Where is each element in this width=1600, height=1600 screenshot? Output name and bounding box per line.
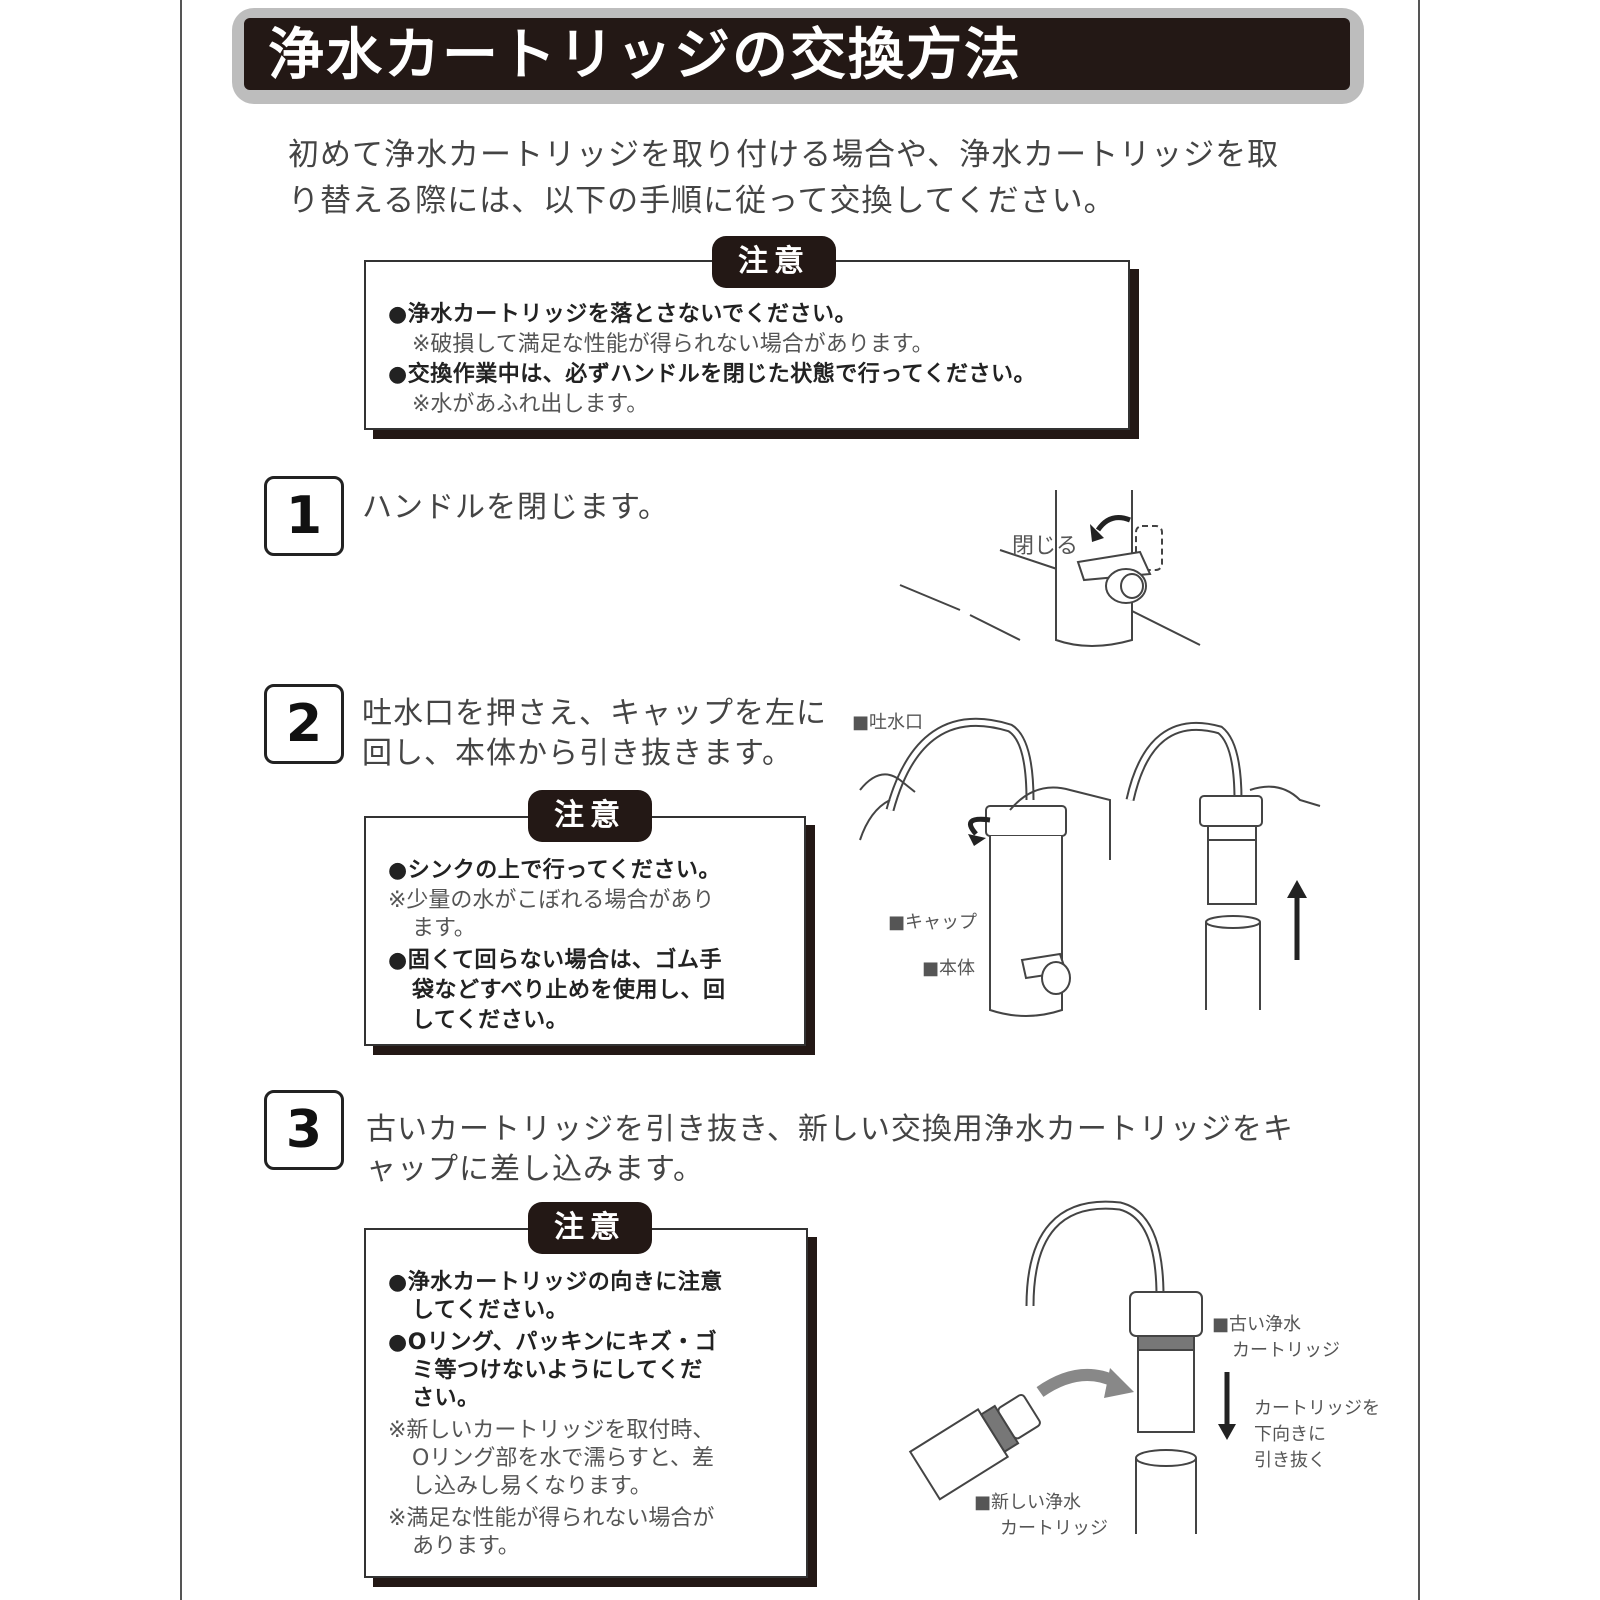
handle-knob-face — [1121, 574, 1143, 598]
new-cartridge-tip — [997, 1393, 1042, 1439]
step-3-cartridge-illustration — [880, 1196, 1236, 1536]
caution-step3-item-1: ●浄水カートリッジの向きに注意 — [388, 1270, 723, 1295]
cap-step3 — [1130, 1292, 1202, 1336]
handle-knob-left — [1042, 962, 1070, 994]
label-body: ■本体 — [922, 958, 976, 979]
step-1-handle-illustration — [900, 490, 1220, 660]
body-right — [1206, 922, 1260, 1010]
caution-step3-note-1-cont-2: し込みし易くなります。 — [412, 1474, 652, 1499]
caution-step3-note-2: ※満足な性能が得られない場合が — [388, 1506, 715, 1531]
sink-edge-line — [900, 585, 960, 610]
counter-line — [1000, 550, 1060, 570]
step-1-text: ハンドルを閉じます。 — [362, 490, 669, 525]
caution-box-step-2: ●シンクの上で行ってください。 ※少量の水がこぼれる場合があり ます。 ●固くて… — [364, 816, 806, 1046]
caution-box-step-3: ●浄水カートリッジの向きに注意 してください。 ●Oリング、パッキンにキズ・ゴ … — [364, 1228, 808, 1578]
close-label: 閉じる — [1012, 534, 1079, 559]
caution-step2-item-2-cont: 袋などすべり止めを使用し、回 — [412, 978, 726, 1003]
step-2-cap-removal-illustration — [860, 710, 1340, 1040]
page-title: 浄水カートリッジの交換方法 — [268, 23, 1022, 88]
caution-step2-note-1-cont: ます。 — [412, 916, 476, 941]
spout-pipe-right-inner — [1130, 726, 1238, 800]
caution-step3-note-2-cont: あります。 — [412, 1534, 520, 1559]
label-new-cartridge: ■新しい浄水 — [974, 1492, 1082, 1513]
intro-line-1: 初めて浄水カートリッジを取り付ける場合や、浄水カートリッジを取 — [288, 137, 1280, 173]
insert-arrowhead-icon — [1104, 1368, 1134, 1398]
caution-label-step-3: 注意 — [528, 1202, 652, 1254]
down-arrowhead-icon — [1218, 1424, 1236, 1440]
close-arrowhead-icon — [1090, 524, 1104, 542]
body-right-top — [1206, 916, 1260, 928]
caution-box-general: ●浄水カートリッジを落とさないでください。 ※破損して満足な性能が得られない場合… — [364, 260, 1130, 430]
caution-step3-item-2: ●Oリング、パッキンにキズ・ゴ — [388, 1330, 718, 1355]
caution-step3-item-1-cont: してください。 — [412, 1298, 569, 1323]
insert-arrow-icon — [1040, 1375, 1116, 1392]
caution-step3-item-2-cont: ミ等つけないようにしてくだ — [412, 1358, 703, 1383]
label-old-cartridge: ■古い浄水 — [1212, 1314, 1302, 1335]
turn-arrow-icon — [970, 819, 990, 834]
right-frame-line — [1418, 0, 1420, 1600]
caution-step3-note-1-cont: Oリング部を水で濡らすと、差 — [412, 1446, 714, 1471]
step-2-number: 2 — [264, 684, 344, 764]
left-hand — [860, 774, 915, 792]
spout-pipe-right — [1130, 726, 1238, 800]
label-pull-down: カートリッジを — [1254, 1398, 1380, 1419]
hand-right — [1250, 787, 1320, 806]
cap-left — [986, 806, 1066, 836]
left-hand — [860, 800, 890, 840]
intro-line-2: り替える際には、以下の手順に従って交換してください。 — [288, 183, 1116, 219]
step-3-text-line-1: 古いカートリッジを引き抜き、新しい交換用浄水カートリッジをキ — [366, 1112, 1294, 1147]
right-hand — [1010, 788, 1110, 861]
label-spout: ■吐水口 — [852, 712, 924, 733]
title-banner: 浄水カートリッジの交換方法 — [232, 8, 1364, 104]
label-new-cartridge-cont: カートリッジ — [1000, 1518, 1108, 1539]
step-2-text-line-1: 吐水口を押さえ、キャップを左に — [362, 696, 827, 731]
handle-knob — [1106, 569, 1146, 603]
cap-right — [1200, 796, 1262, 826]
label-pull-down-cont-2: 引き抜く — [1254, 1450, 1326, 1471]
caution-step2-item-2-cont-2: してください。 — [412, 1008, 569, 1033]
caution-step2-item-2: ●固くて回らない場合は、ゴム手 — [388, 948, 723, 973]
label-pull-down-cont: 下向きに — [1254, 1424, 1326, 1445]
caution-step3-note-1: ※新しいカートリッジを取付時、 — [388, 1418, 715, 1443]
new-cartridge — [910, 1385, 1047, 1499]
old-cartridge-ring — [1138, 1336, 1194, 1350]
body-step3 — [1136, 1458, 1196, 1534]
turn-arrowhead-icon — [968, 834, 986, 846]
caution-general-note-1: ※破損して満足な性能が得られない場合があります。 — [412, 332, 934, 357]
caution-general-item-2: ●交換作業中は、必ずハンドルを閉じた状態で行ってください。 — [388, 362, 1036, 387]
spout-pipe-inner — [890, 722, 1030, 810]
caution-general-item-1: ●浄水カートリッジを落とさないでください。 — [388, 302, 858, 327]
body-step3-top — [1136, 1450, 1196, 1466]
step-3-text-line-2: ャップに差し込みます。 — [366, 1152, 704, 1187]
step-2-text-line-2: 回し、本体から引き抜きます。 — [362, 736, 793, 771]
label-old-cartridge-cont: カートリッジ — [1232, 1340, 1340, 1361]
close-arrow-icon — [1098, 518, 1130, 530]
caution-step3-item-2-cont-2: さい。 — [412, 1386, 480, 1411]
left-frame-line — [180, 0, 182, 1600]
title-banner-inner: 浄水カートリッジの交換方法 — [244, 18, 1350, 90]
caution-step2-item-1: ●シンクの上で行ってください。 — [388, 858, 721, 883]
label-cap: ■キャップ — [888, 912, 978, 933]
sink-edge-line — [970, 615, 1020, 640]
step-3-number: 3 — [264, 1090, 344, 1170]
step-1-number: 1 — [264, 476, 344, 556]
spout-pipe-step3-inner — [1030, 1205, 1160, 1306]
up-arrowhead-icon — [1287, 880, 1307, 898]
old-cartridge-right — [1208, 826, 1256, 904]
caution-label-step-2: 注意 — [528, 790, 652, 842]
spout-pipe — [890, 722, 1030, 810]
caution-step2-note-1: ※少量の水がこぼれる場合があり — [388, 888, 715, 913]
caution-label-general: 注意 — [712, 236, 836, 288]
sink-edge-line — [1130, 610, 1200, 645]
caution-general-note-2: ※水があふれ出します。 — [412, 392, 649, 417]
